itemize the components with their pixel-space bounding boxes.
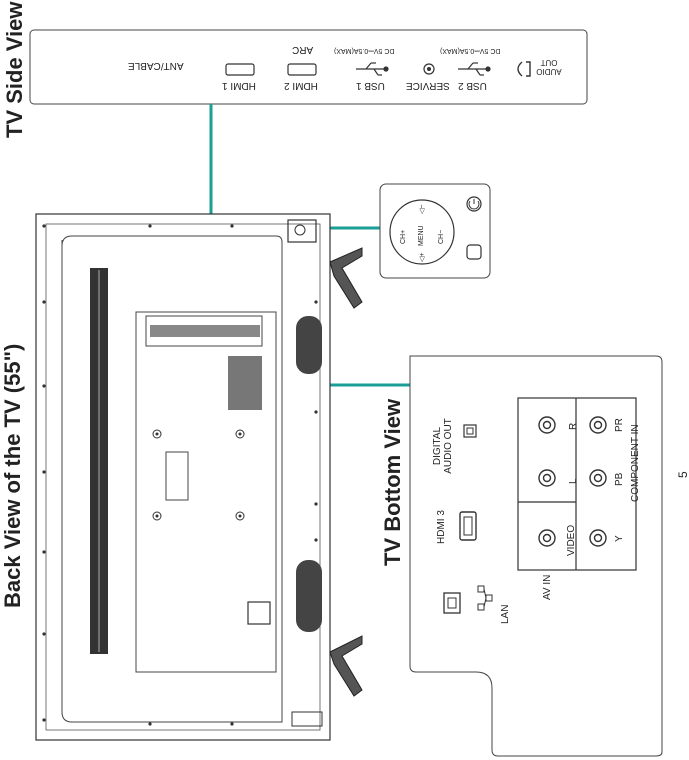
vol-minus-label: ◁−	[418, 205, 426, 214]
tv-body-outer	[36, 214, 330, 740]
tv-side-view-title: TV Side View	[2, 1, 28, 138]
arc-label: ARC	[292, 44, 313, 55]
side-view-panel	[30, 30, 587, 104]
component-in-label: COMPONENT IN	[630, 424, 641, 502]
ch-minus-label: CH−	[438, 230, 445, 244]
speaker-grille-right-top	[296, 316, 322, 374]
speaker-grille-right-bottom	[296, 560, 322, 632]
av-in-label: AV IN	[542, 575, 553, 600]
service-label: SERVICE	[406, 80, 450, 91]
side-port-highlight	[150, 325, 260, 337]
usb1-rating-label: DC 5V⎓0.5A(MAX)	[334, 46, 394, 54]
ch-plus-label: CH+	[400, 230, 407, 244]
usb2-rating-label: DC 5V⎓0.5A(MAX)	[440, 46, 500, 54]
vol-plus-label: ◁+	[418, 253, 426, 262]
tv-bottom-view-title: TV Bottom View	[380, 399, 406, 566]
video-label: VIDEO	[566, 525, 577, 556]
pb-label: PB	[614, 473, 625, 486]
hdmi3-label: HDMI 3	[436, 510, 447, 544]
r-label: R	[568, 423, 579, 430]
stand-bottom	[330, 636, 362, 696]
usb2-label: USB 2	[458, 80, 487, 91]
y-label: Y	[614, 535, 625, 542]
back-view-title: Back View of the TV (55")	[0, 344, 26, 608]
service-port-inner	[427, 67, 431, 71]
hdmi2-label: HDMI 2	[284, 80, 318, 91]
ant-cable-label: ANT/CABLE	[128, 60, 184, 71]
menu-label: MENU	[418, 225, 425, 246]
stand-top	[330, 248, 362, 308]
page-number: 5	[676, 471, 689, 478]
control-panel-box	[380, 184, 490, 278]
l-label: L	[568, 478, 579, 484]
lan-label: LAN	[500, 605, 511, 624]
digital-audio-out-label: DIGITAL AUDIO OUT	[432, 416, 454, 476]
usb1-label: USB 1	[356, 80, 385, 91]
audio-out-label: AUDIO OUT	[532, 58, 566, 76]
bottom-port-block	[228, 356, 262, 410]
pr-label: PR	[614, 418, 625, 432]
hdmi1-label: HDMI 1	[222, 80, 256, 91]
